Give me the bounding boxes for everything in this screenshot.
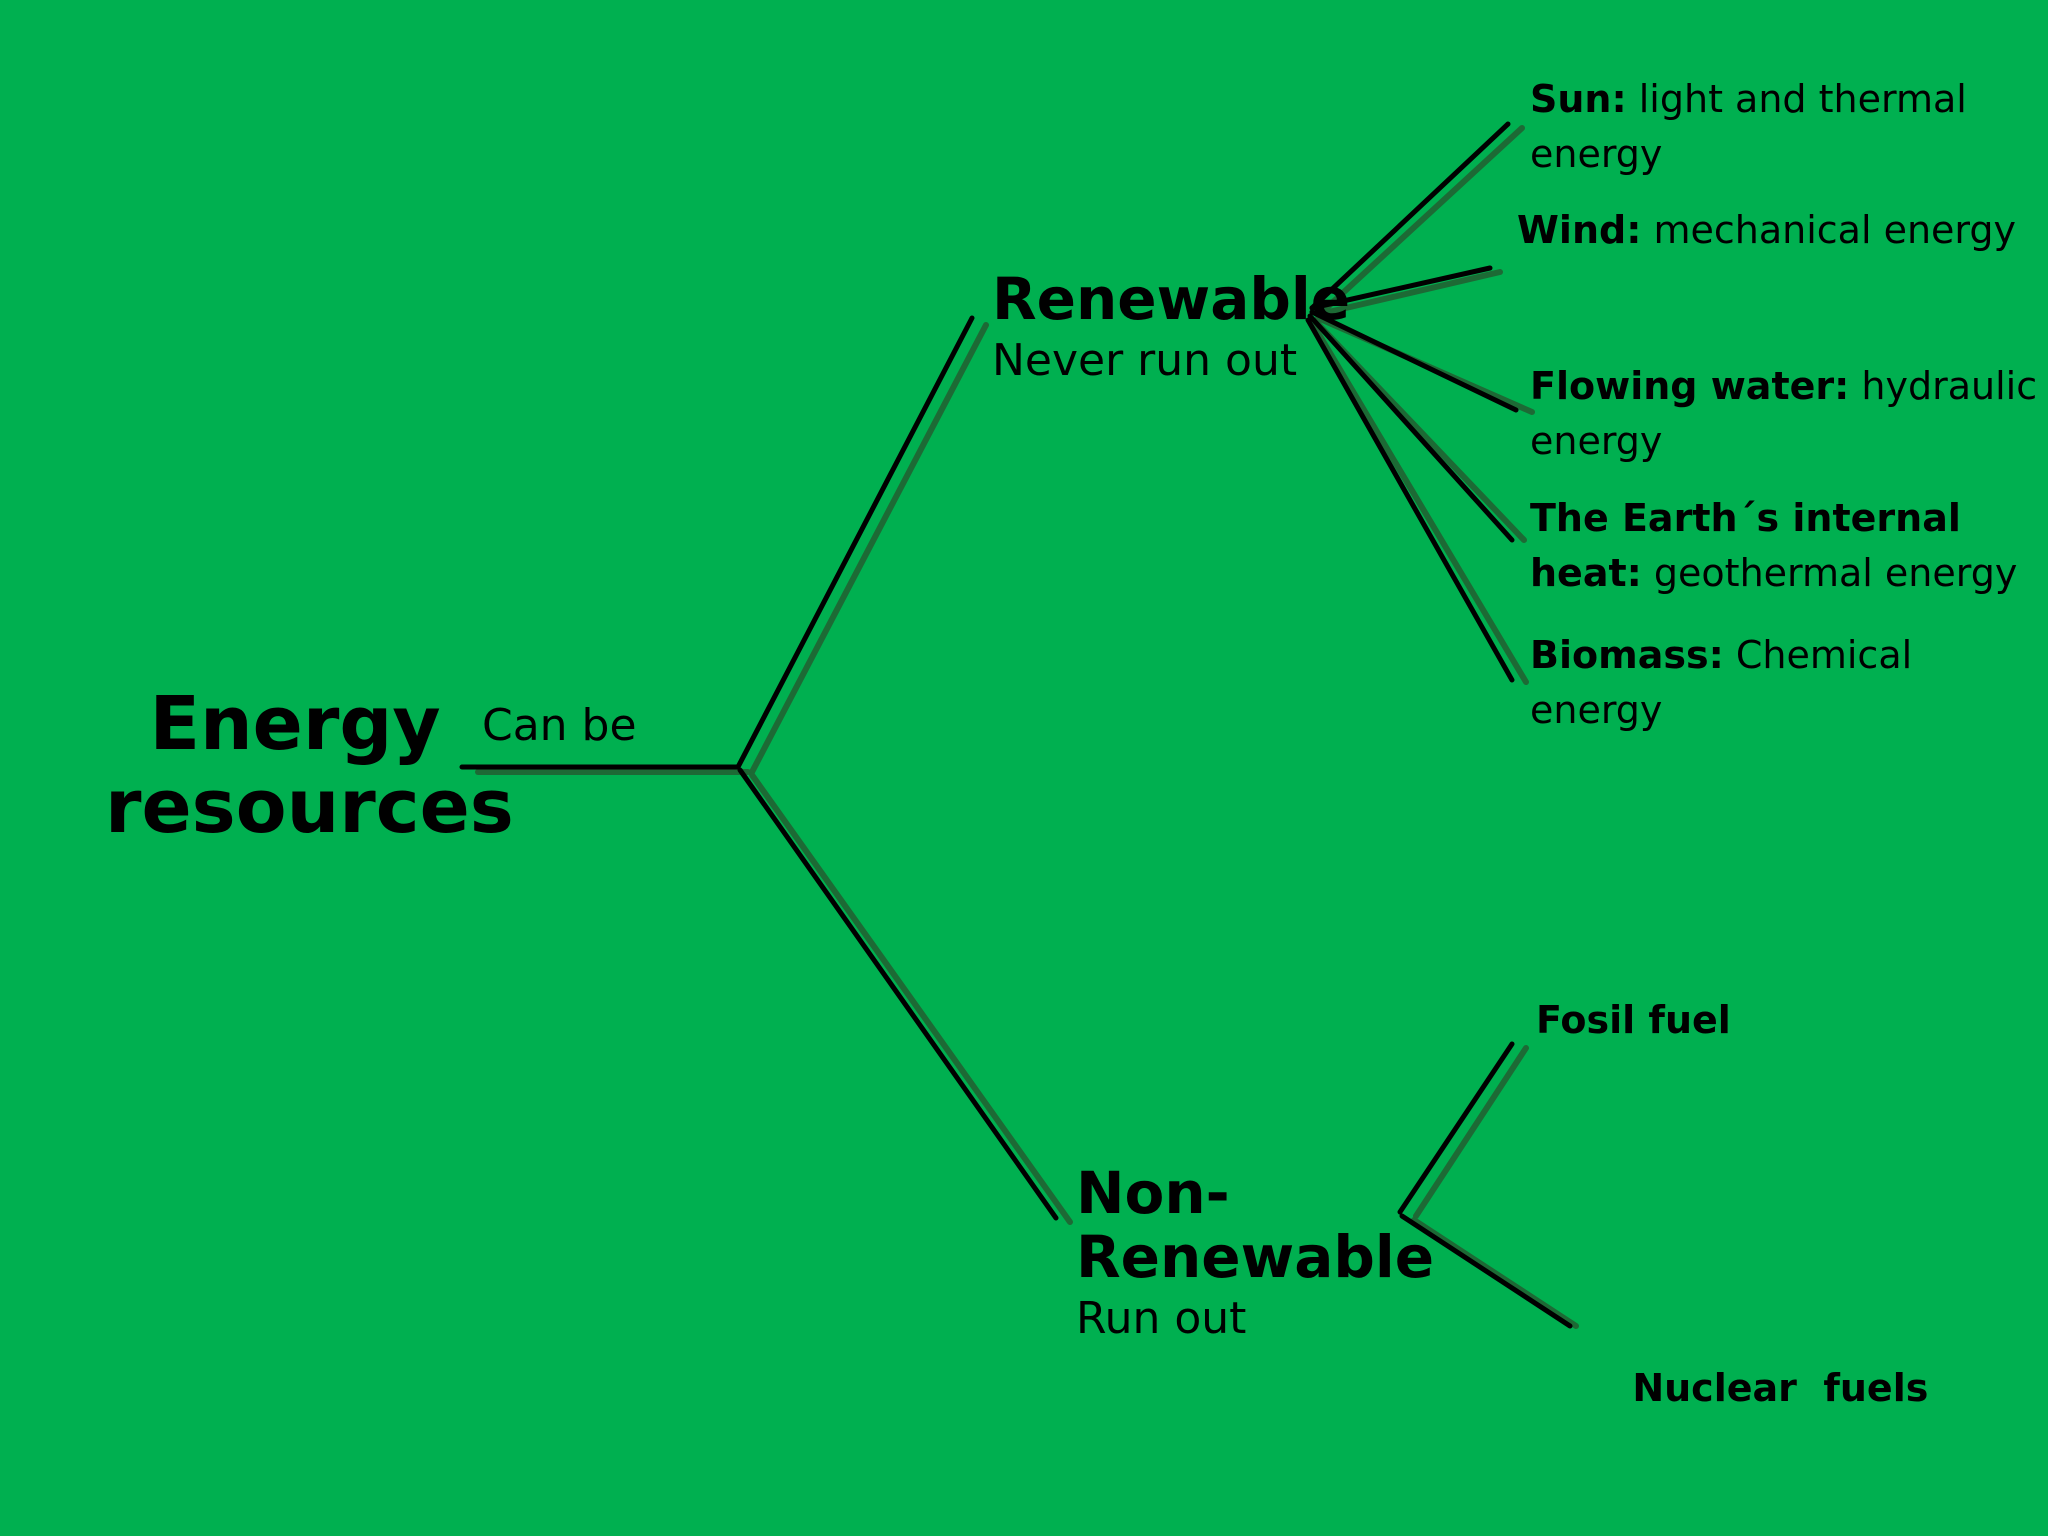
branch-nuclear-shadow [1411,1217,1579,1329]
branch-water [1309,309,1519,413]
connector-label: Can be [482,700,637,751]
branch-wind-shadow [1317,269,1503,317]
non-renewable-subtitle: Run out [1076,1292,1247,1344]
leaf-biomass: Biomass: Chemical energy [1530,628,2048,738]
connector-main [459,121,1573,1329]
leaf-term: Wind: [1517,208,1642,252]
branch-biomass-shadow [1311,323,1529,685]
leaf-term: Biomass: [1530,633,1724,677]
root-node: Energy resources [105,681,514,850]
branch-sun [1309,121,1511,311]
leaf-wind: Wind: mechanical energy [1517,203,2037,258]
leaf-term: Nuclear fuels [1632,1366,1929,1411]
branch-fosil [1397,1041,1515,1215]
branch-biomass [1305,317,1515,683]
branch-nuclear [1399,1213,1573,1329]
branch-fosil-shadow [1413,1045,1529,1219]
branch-nonrenewable [737,767,1059,1221]
leaf-sun: Sun: light and thermal energy [1530,72,2048,182]
leaf-term: The Earth´s internal heat: [1530,496,1961,596]
leaf-desc: light and thermal energy [1530,77,1967,177]
non-renewable-title-line1: Non- [1076,1159,1230,1227]
leaf-term: Fosil fuel [1536,998,1731,1042]
renewable-subtitle: Never run out [992,334,1298,386]
renewable-node: Renewable Never run out [992,265,1351,389]
leaf-nuclear-fuels: Nuclear fuels [1584,1306,2048,1471]
leaf-fosil-fuel: Fosil fuel [1536,993,2048,1048]
leaf-term: Flowing water: [1530,364,1850,408]
leaf-desc: hydraulic energy [1530,364,2038,464]
branch-earth [1307,313,1515,543]
branch-sun-shadow [1317,125,1525,317]
non-renewable-title-line2: Renewable [1076,1222,1435,1291]
leaf-flowing-water: Flowing water: hydraulic energy [1530,359,2048,469]
branch-nonrenewable-shadow [749,772,1073,1225]
leaf-desc: mechanical energy [1641,208,2016,252]
non-renewable-node: Non- Renewable Run out [1076,1159,1435,1347]
leaf-term: Sun: [1530,77,1627,121]
branch-wind [1309,265,1493,311]
leaf-desc: geothermal energy [1641,551,2018,596]
root-title-line2: resources [105,763,514,850]
branch-renewable [735,315,975,770]
root-title-line1: Energy [149,681,441,767]
branch-renewable-shadow [749,322,989,775]
leaf-desc: Chemical energy [1530,633,1913,733]
renewable-title: Renewable [992,265,1351,333]
leaf-earth-heat: The Earth´s internal heat: geothermal en… [1530,491,2048,601]
